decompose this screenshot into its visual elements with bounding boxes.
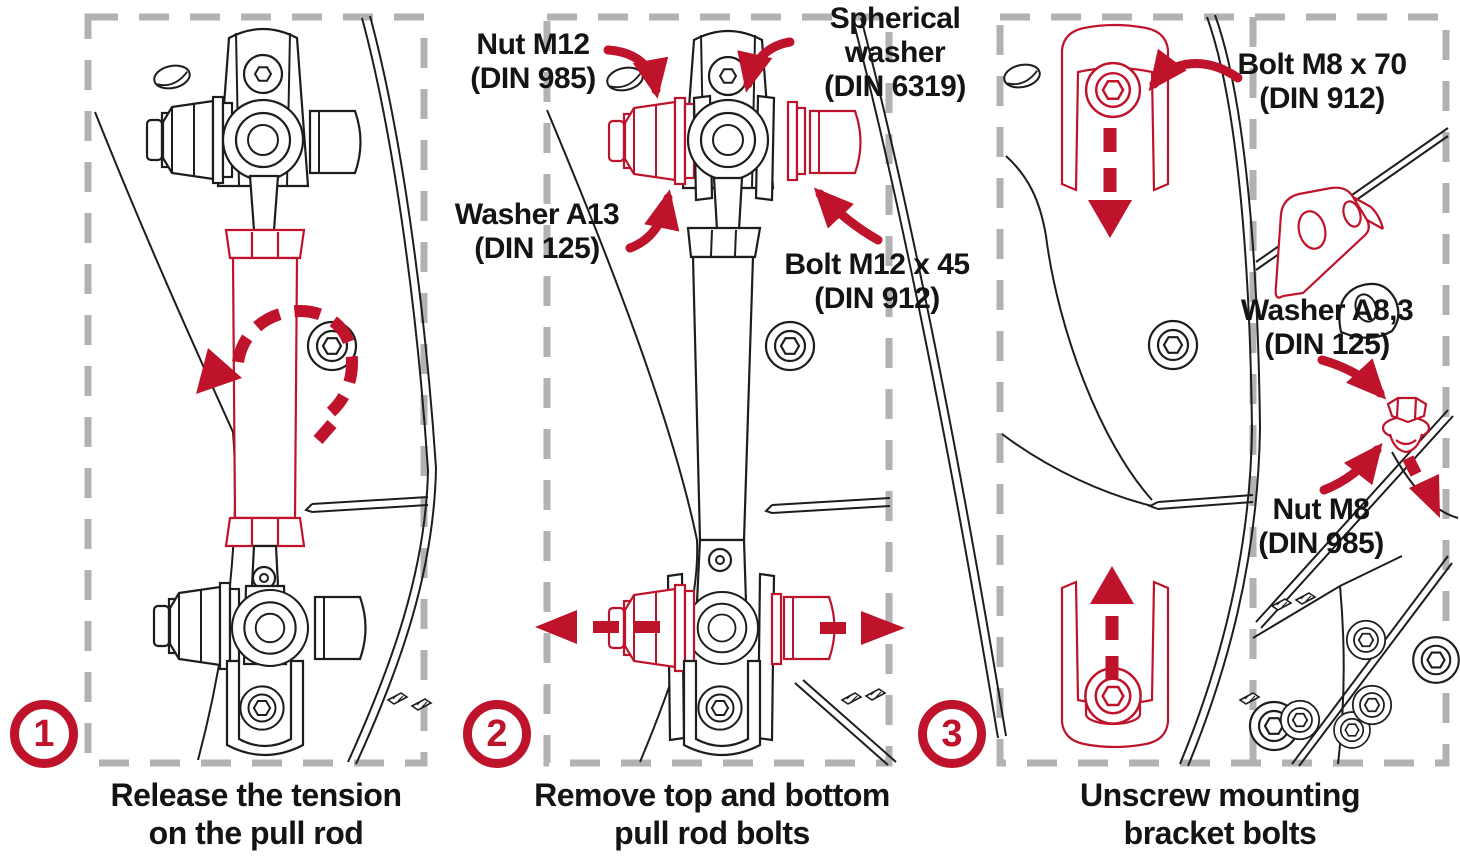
rivet-icon bbox=[1001, 60, 1043, 92]
caption-line: on the pull rod bbox=[148, 815, 364, 851]
label-bolt-m8x70: Bolt M8 x 70 (DIN 912) bbox=[1197, 48, 1447, 116]
red-bolt bbox=[770, 592, 836, 666]
socket-bolt-icon bbox=[1147, 319, 1199, 371]
step-3-badge: 3 bbox=[918, 700, 986, 768]
label-spherical-washer: Spherical washer (DIN 6319) bbox=[795, 2, 995, 104]
step-2-badge: 2 bbox=[463, 700, 531, 768]
label-line: (DIN 912) bbox=[1259, 82, 1385, 115]
washer-a83-arrow-icon bbox=[1317, 355, 1387, 400]
caption-line: Remove top and bottom bbox=[534, 777, 890, 813]
label-line: Nut M8 bbox=[1272, 493, 1371, 526]
label-line: (DIN 985) bbox=[470, 62, 596, 95]
label-line: Spherical bbox=[829, 2, 961, 35]
label-washer-a13: Washer A13 (DIN 125) bbox=[412, 198, 662, 266]
step-3-caption: Unscrew mounting bracket bolts bbox=[1020, 776, 1420, 852]
step-number: 2 bbox=[486, 713, 508, 755]
red-nut-washer-stack bbox=[607, 96, 696, 186]
step-1-badge: 1 bbox=[10, 700, 78, 768]
mounting-bracket-bottom bbox=[1060, 566, 1170, 749]
label-line: (DIN 985) bbox=[1258, 527, 1384, 560]
pull-rod bbox=[686, 226, 762, 604]
mounting-bracket-top bbox=[1060, 23, 1170, 238]
label-line: (DIN 125) bbox=[474, 232, 600, 265]
panel3-frame-side-drawing bbox=[1248, 127, 1460, 767]
label-line: (DIN 125) bbox=[1264, 328, 1390, 361]
label-washer-a83: Washer A8,3 (DIN 125) bbox=[1202, 294, 1452, 362]
spherical-washer-arrow-icon bbox=[737, 37, 795, 93]
caption-line: Release the tension bbox=[110, 777, 402, 813]
label-line: Washer A13 bbox=[454, 198, 620, 231]
panel3-unscrew-bracket-drawing bbox=[1001, 14, 1262, 767]
slide-down-arrow-icon bbox=[1088, 128, 1132, 238]
frame-tab bbox=[1338, 282, 1400, 339]
caption-line: pull rod bolts bbox=[614, 815, 810, 851]
pull-out-left-arrow-icon bbox=[535, 610, 660, 644]
bolt-m12-arrow-icon bbox=[813, 187, 883, 245]
rivet-icon bbox=[151, 61, 193, 93]
frame-bolts bbox=[1248, 619, 1460, 752]
caption-line: Unscrew mounting bbox=[1079, 777, 1361, 813]
label-bolt-m12x45: Bolt M12 x 45 (DIN 912) bbox=[752, 248, 1002, 316]
panel-borders bbox=[84, 13, 1450, 767]
drop-arrow-icon bbox=[1402, 455, 1440, 518]
nut-m8-arrow-icon bbox=[1319, 442, 1383, 495]
slide-up-arrow-icon bbox=[1090, 566, 1134, 684]
panel2-remove-bolts-drawing bbox=[535, 17, 1007, 766]
label-nut-m12: Nut M12 (DIN 985) bbox=[433, 28, 633, 96]
flange-nut bbox=[1381, 396, 1431, 454]
label-line: (DIN 6319) bbox=[824, 70, 966, 103]
label-line: Washer A8,3 bbox=[1240, 294, 1414, 327]
panel1-bottom-clevis bbox=[152, 544, 367, 757]
panel2-top-joint bbox=[607, 29, 862, 232]
caption-line: bracket bolts bbox=[1123, 815, 1317, 851]
panel1-top-clevis bbox=[145, 27, 362, 232]
pull-rod-highlighted bbox=[224, 228, 306, 548]
step-number: 3 bbox=[941, 713, 963, 755]
step-number: 1 bbox=[33, 713, 55, 755]
socket-bolt-icon bbox=[764, 320, 816, 372]
step-2-caption: Remove top and bottom pull rod bolts bbox=[512, 776, 912, 852]
red-mounting-tab bbox=[1274, 186, 1385, 299]
washer-a13-arrow-icon bbox=[625, 189, 680, 253]
pull-out-right-arrow-icon bbox=[820, 611, 905, 645]
bolt-m8-arrow-icon bbox=[1148, 48, 1243, 92]
label-line: (DIN 912) bbox=[814, 282, 940, 315]
label-line: Nut M12 bbox=[476, 28, 590, 61]
step-1-caption: Release the tension on the pull rod bbox=[56, 776, 456, 852]
label-line: Bolt M8 x 70 bbox=[1237, 48, 1407, 81]
panel2-bottom-joint bbox=[607, 572, 836, 757]
label-line: Bolt M12 x 45 bbox=[784, 248, 970, 281]
nut-m12-arrow-icon bbox=[603, 45, 669, 99]
label-nut-m8: Nut M8 (DIN 985) bbox=[1196, 493, 1446, 561]
rotation-arrow-icon bbox=[196, 305, 359, 444]
panel1-release-tension-drawing bbox=[94, 15, 438, 765]
red-spherical-washer-and-bolt bbox=[786, 100, 862, 182]
label-line: washer bbox=[844, 36, 946, 69]
